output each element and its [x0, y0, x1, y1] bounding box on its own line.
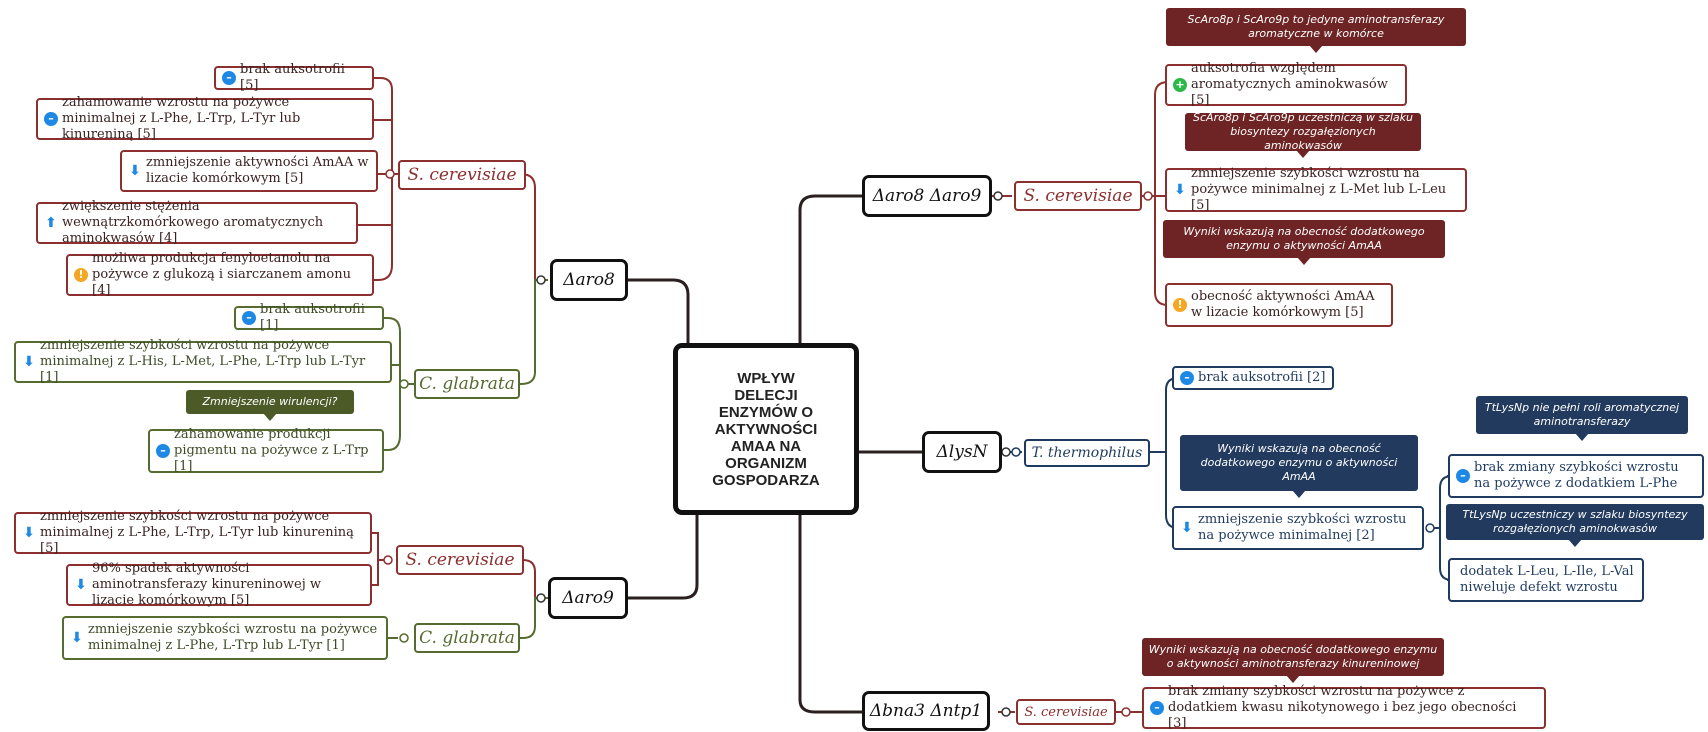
leaf-text: zmniejszenie aktywności AmAA w lizacie k…: [146, 155, 369, 186]
gene-bna3-ntp1-label: Δbna3 Δntp1: [869, 701, 983, 721]
leaf-sc-aro89-2[interactable]: ⬇ zmniejszenie szybkości wzrostu na pożyw…: [1165, 166, 1467, 213]
leaf-text: obecność aktywności AmAA w lizacie komór…: [1191, 289, 1375, 320]
arrow-down-icon: ⬇: [23, 525, 35, 541]
callout-text: Zmniejszenie wirulencji?: [202, 395, 338, 408]
callout-text: Wyniki wskazują na obecność dodatkowego …: [1200, 442, 1398, 483]
arrow-down-icon: ⬇: [1174, 182, 1186, 198]
gene-aro8-aro9-label: Δaro8 Δaro9: [872, 186, 982, 206]
leaf-text: dodatek L-Leu, L-Ile, L-Val niweluje def…: [1460, 564, 1634, 595]
leaf-cg-aro8-1[interactable]: –brak auksotrofii [1]: [234, 302, 384, 333]
leaf-sc-aro8-2[interactable]: –zahamowanie wzrostu na pożywce minimaln…: [36, 95, 374, 142]
arrow-down-icon: ⬇: [129, 163, 141, 179]
organism-sc-aro8[interactable]: S. cerevisiae: [398, 160, 526, 190]
callout-cg-aro8: Zmniejszenie wirulencji?: [186, 390, 354, 421]
callout-text: Wyniki wskazują na obecność dodatkowego …: [1148, 643, 1438, 670]
minus-icon: –: [222, 71, 236, 85]
callout-sc-aro89-1: ScAro8p i ScAro9p to jedyne aminotransfe…: [1166, 8, 1466, 53]
callout-tt-lysN: Wyniki wskazują na obecność dodatkowego …: [1180, 435, 1418, 498]
organism-sc-bna3[interactable]: S. cerevisiae: [1016, 699, 1116, 725]
callout-sc-aro89-3: Wyniki wskazują na obecność dodatkowego …: [1163, 220, 1445, 265]
leaf-text: brak auksotrofii [5]: [240, 62, 345, 93]
leaf-text: brak zmiany szybkości wzrostu na pożywce…: [1168, 684, 1517, 731]
callout-text: Wyniki wskazują na obecność dodatkowego …: [1183, 225, 1425, 252]
central-topic-title: WPŁYW DELECJI ENZYMÓW O AKTYWNOŚCI AMAA …: [712, 369, 820, 489]
leaf-text: zmniejszenie szybkości wzrostu na pożywc…: [40, 509, 354, 556]
warning-icon: !: [1173, 298, 1187, 312]
leaf-tt-lysN-2[interactable]: ⬇ zmniejszenie szybkości wzrostu na pożyw…: [1172, 506, 1424, 550]
organism-tt-lysN[interactable]: T. thermophilus: [1024, 439, 1150, 467]
callout-text: TtLysNp uczestniczy w szlaku biosyntezy …: [1462, 508, 1688, 535]
callout-sc-aro89-2: ScAro8p i ScAro9p uczestniczą w szlaku b…: [1185, 111, 1421, 158]
arrow-down-icon: ⬇: [23, 354, 35, 370]
leaf-sc-aro9-1[interactable]: ⬇ zmniejszenie szybkości wzrostu na pożyw…: [14, 509, 372, 556]
minus-icon: –: [1456, 469, 1470, 483]
leaf-sc-aro89-1[interactable]: + auksotrofia względem aromatycznych amin…: [1165, 61, 1407, 108]
leaf-sc-aro9-2[interactable]: ⬇ 96% spadek aktywności aminotransferazy …: [66, 561, 372, 608]
callout-text: TtLysNp nie pełni roli aromatycznej amin…: [1484, 401, 1680, 428]
callout-tt-sub-1: TtLysNp nie pełni roli aromatycznej amin…: [1476, 396, 1688, 441]
leaf-text: zmniejszenie szybkości wzrostu na pożywc…: [88, 622, 378, 653]
gene-aro9[interactable]: Δaro9: [548, 577, 628, 619]
leaf-text: brak zmiany szybkości wzrostu na pożywce…: [1474, 460, 1679, 491]
gene-aro8-aro9[interactable]: Δaro8 Δaro9: [862, 175, 992, 217]
leaf-sc-aro8-4[interactable]: ⬆ zwiększenie stężenia wewnątrzkomórkoweg…: [36, 199, 358, 246]
organism-label: C. glabrata: [419, 374, 515, 394]
organism-sc-aro9[interactable]: S. cerevisiae: [396, 545, 524, 575]
minus-icon: –: [242, 311, 256, 325]
organism-label: S. cerevisiae: [1023, 186, 1133, 206]
gene-aro8-label: Δaro8: [563, 270, 615, 290]
minus-icon: –: [44, 112, 58, 126]
organism-label: S. cerevisiae: [407, 165, 517, 185]
organism-sc-aro8-aro9[interactable]: S. cerevisiae: [1014, 181, 1142, 211]
leaf-text: możliwa produkcja fenyloetanolu na pożyw…: [92, 251, 351, 298]
leaf-tt-sub-2[interactable]: dodatek L-Leu, L-Ile, L-Val niweluje def…: [1448, 558, 1644, 602]
callout-text: ScAro8p i ScAro9p to jedyne aminotransfe…: [1187, 13, 1445, 40]
leaf-sc-bna3-1[interactable]: –brak zmiany szybkości wzrostu na pożywc…: [1142, 684, 1546, 731]
gene-lysN[interactable]: ΔlysN: [922, 431, 1002, 473]
leaf-text: brak auksotrofii [1]: [260, 302, 365, 333]
arrow-down-icon: ⬇: [1181, 520, 1193, 536]
leaf-text: zmniejszenie szybkości wzrostu na pożywc…: [1191, 166, 1447, 213]
leaf-cg-aro8-2[interactable]: ⬇ zmniejszenie szybkości wzrostu na pożyw…: [14, 338, 392, 385]
leaf-text: zmniejszenie szybkości wzrostu na pożywc…: [1198, 512, 1407, 543]
callout-text: ScAro8p i ScAro9p uczestniczą w szlaku b…: [1193, 111, 1413, 152]
arrow-down-icon: ⬇: [71, 630, 83, 646]
organism-cg-aro9[interactable]: C. glabrata: [414, 623, 520, 653]
minus-icon: –: [1180, 371, 1194, 385]
leaf-tt-sub-1[interactable]: –brak zmiany szybkości wzrostu na pożywc…: [1448, 454, 1704, 498]
gene-aro8[interactable]: Δaro8: [550, 259, 628, 301]
arrow-up-icon: ⬆: [45, 215, 57, 231]
plus-icon: +: [1173, 78, 1187, 92]
leaf-sc-aro89-3[interactable]: ! obecność aktywności AmAA w lizacie komó…: [1165, 283, 1393, 327]
organism-label: C. glabrata: [419, 628, 515, 648]
minus-icon: –: [156, 444, 170, 458]
leaf-cg-aro8-3[interactable]: –zahamowanie produkcji pigmentu na pożyw…: [148, 427, 384, 474]
leaf-sc-aro8-3[interactable]: ⬇ zmniejszenie aktywności AmAA w lizacie …: [120, 150, 378, 192]
organism-cg-aro8[interactable]: C. glabrata: [414, 369, 520, 399]
leaf-text: zahamowanie produkcji pigmentu na pożywc…: [174, 427, 369, 474]
organism-label: T. thermophilus: [1031, 445, 1143, 461]
warning-icon: !: [74, 268, 88, 282]
leaf-text: brak auksotrofii [2]: [1198, 370, 1326, 385]
gene-bna3-ntp1[interactable]: Δbna3 Δntp1: [862, 691, 990, 731]
leaf-text: zwiększenie stężenia wewnątrzkomórkowego…: [62, 199, 324, 246]
arrow-down-icon: ⬇: [75, 577, 87, 593]
leaf-text: zmniejszenie szybkości wzrostu na pożywc…: [40, 338, 366, 385]
minus-icon: –: [1150, 701, 1164, 715]
gene-aro9-label: Δaro9: [562, 588, 614, 608]
leaf-text: auksotrofia względem aromatycznych amino…: [1191, 61, 1388, 108]
gene-lysN-label: ΔlysN: [936, 442, 988, 462]
leaf-sc-aro8-5[interactable]: ! możliwa produkcja fenyloetanolu na poży…: [66, 251, 374, 298]
leaf-cg-aro9-1[interactable]: ⬇ zmniejszenie szybkości wzrostu na pożyw…: [62, 616, 388, 660]
callout-tt-sub-2: TtLysNp uczestniczy w szlaku biosyntezy …: [1446, 504, 1704, 547]
callout-sc-bna3: Wyniki wskazują na obecność dodatkowego …: [1142, 638, 1444, 683]
leaf-sc-aro8-1[interactable]: –brak auksotrofii [5]: [214, 62, 374, 93]
central-topic[interactable]: WPŁYW DELECJI ENZYMÓW O AKTYWNOŚCI AMAA …: [673, 343, 859, 515]
leaf-text: 96% spadek aktywności aminotransferazy k…: [92, 561, 321, 608]
organism-label: S. cerevisiae: [1024, 704, 1108, 720]
organism-label: S. cerevisiae: [405, 550, 515, 570]
leaf-tt-lysN-1[interactable]: –brak auksotrofii [2]: [1172, 366, 1334, 390]
leaf-text: zahamowanie wzrostu na pożywce minimalne…: [62, 95, 301, 142]
